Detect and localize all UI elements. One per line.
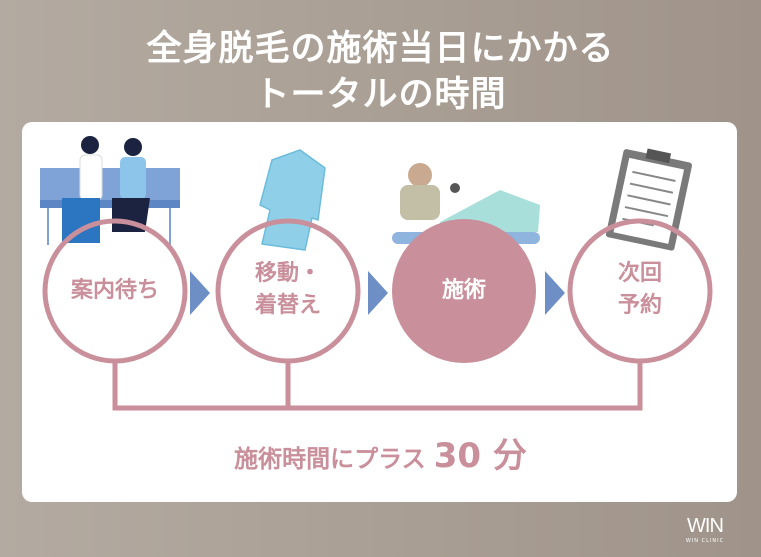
connector-line xyxy=(112,362,643,411)
arrow-icon xyxy=(545,271,565,315)
step-circle-waiting xyxy=(42,218,188,364)
arrow-icon xyxy=(190,271,210,315)
title-line-1: 全身脱毛の施術当日にかかる xyxy=(146,29,615,69)
arrow-icon xyxy=(368,271,388,315)
step-label-changing: 移動・着替え xyxy=(254,261,321,318)
step-label-reservation: 次回予約 xyxy=(617,261,662,318)
step-label-waiting: 案内待ち xyxy=(70,278,159,303)
step-circle-reservation xyxy=(567,218,713,364)
win-clinic-logo: WIN WIN CLINIC xyxy=(685,515,725,544)
gown-icon xyxy=(259,149,326,251)
step-label-treatment: 施術 xyxy=(441,278,486,303)
waiting-women-bench-icon xyxy=(40,136,180,245)
step-circle-treatment xyxy=(392,219,536,363)
step-circle-changing xyxy=(215,218,361,364)
title-line-2: トータルの時間 xyxy=(254,75,507,115)
